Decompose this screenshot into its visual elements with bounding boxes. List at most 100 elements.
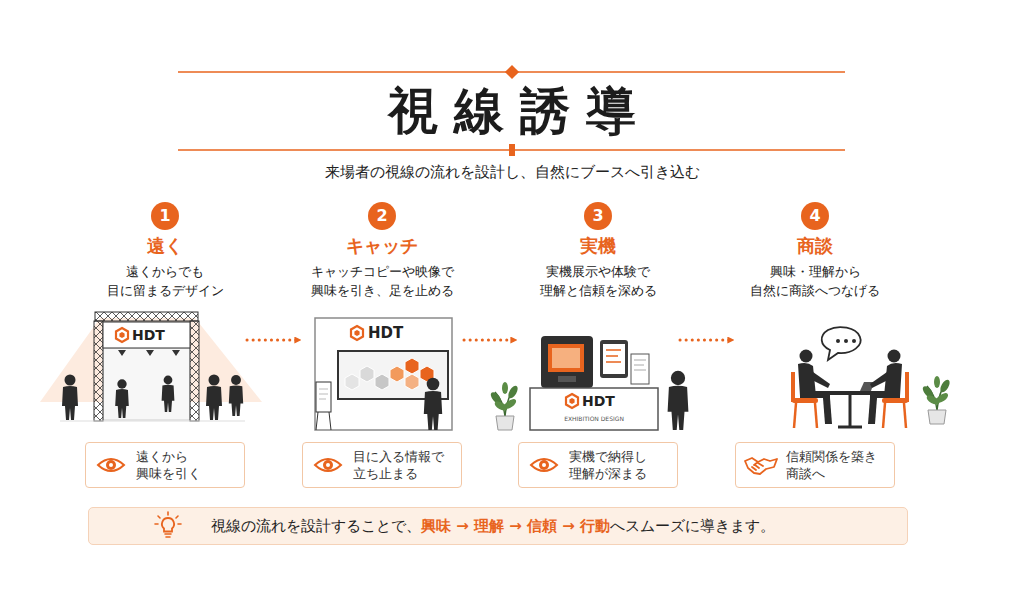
effect-box: 目に入る情報で 立ち止まる [302,442,462,488]
step-number-badge: 3 [584,202,612,230]
machine-demo-illustration [489,336,689,430]
art-use [206,375,222,421]
step-number-badge: 4 [801,202,829,230]
handshake-outline [745,458,777,474]
bulb-outline [162,518,174,532]
bulb-icon [153,511,183,541]
step-column: 遠く遠くからでも 目に留まるデザイン1遠くから 興味を引く [85,200,245,490]
art-line [316,412,318,430]
art-rect [792,398,818,403]
art-g [345,358,434,390]
eye-icon [529,453,559,477]
effect-text: 実機で納得し 理解が深まる [569,448,673,482]
art-polygon [360,366,374,382]
booth-far-illustration [40,312,262,421]
art-circle [836,339,840,343]
art-rect [103,322,190,348]
step-column: キャッチキャッチコピーや映像で 興味を引き、足を止める 2 目に入る情報で 立ち止ま… [302,200,462,490]
art-use [566,394,578,408]
art-use [162,376,175,412]
art-polygon [345,374,359,390]
art-line [60,421,245,422]
step-number: 2 [376,208,387,224]
step-number-badge: 2 [368,202,396,230]
art-use [62,375,78,421]
eye-pupil [323,460,333,470]
step-number: 1 [159,208,170,224]
art-polygon [390,366,404,382]
art-line [794,403,796,428]
step-heading: 遠く [85,234,245,258]
step-number-badge: 1 [151,202,179,230]
art-rect [94,321,103,421]
art-use [115,379,129,418]
eye-icon [313,453,343,477]
step-heading: キャッチ [302,234,462,258]
catch-wall-illustration [315,318,452,430]
art-path [319,389,328,399]
eye-outline [531,459,557,471]
step-heading: 実機 [518,234,678,258]
step-description: 実機展示や体験で 理解と信頼を深める [518,262,678,300]
art-use [668,371,689,430]
summary-banner: 視線の流れを設計することで、興味 → 理解 → 信頼 → 行動へスムーズに導きま… [88,507,908,545]
logo-text: HDT [582,393,615,410]
title: 視線誘導 [0,80,1024,142]
hands-icon [744,453,778,477]
art-use [424,378,442,430]
art-rect [558,376,576,382]
art-rect [548,344,584,372]
art-rect [190,321,199,421]
eye-outline [315,459,341,471]
art-rect [509,144,515,156]
art-rect [315,318,452,430]
summary-text: へスムーズに導きます。 [610,514,775,538]
meeting-illustration [792,327,952,428]
eye-icon [96,453,126,477]
effect-box: 信頼関係を築き 商談へ [735,442,895,488]
art-path [812,372,830,388]
art-rect [530,388,658,430]
art-rect [505,65,519,79]
step-column: 商談興味・理解から 自然に商談へつなげる4信頼関係を築き 商談へ [735,200,895,490]
art-rect [541,336,593,388]
effect-box: 遠くから 興味を引く [85,442,245,488]
eye-pupil [106,460,116,470]
effect-text: 遠くから 興味を引く [136,448,240,482]
art-path [800,391,830,398]
art-rect [603,344,625,374]
flow-arrow [680,339,733,342]
art-rect [316,382,331,412]
logo-subtext: EXHIBITION DESIGN [564,415,624,422]
art-use [229,375,243,416]
art-use [868,350,908,429]
art-path [634,360,646,370]
art-polygon [405,358,419,374]
summary-highlight: 興味 → 理解 → 信頼 → 行動 [421,514,610,538]
art-use [921,376,952,424]
logo-text: HDT [368,324,403,342]
art-line [815,403,817,428]
eye-pupil [539,460,549,470]
step-description: 興味・理解から 自然に商談へつなげる [735,262,895,300]
art-rect [826,391,874,395]
flow-arrow [247,339,300,342]
art-line [329,412,331,430]
logo-text: HDT [132,327,165,344]
art-rect [552,348,580,368]
step-column: 実機実機展示や体験で 理解と信頼を深める 3 実機で納得し 理解が深まる [518,200,678,490]
eye-outline [98,459,124,471]
effect-box: 実機で納得し 理解が深まる [518,442,678,488]
flow-arrow [464,339,516,342]
bulb-rays [155,512,181,537]
effect-text: 信頼関係を築き 商談へ [786,448,890,482]
art-use [351,326,363,340]
art-rect [600,340,628,378]
step-description: キャッチコピーや映像で 興味を引き、足を止める [302,262,462,300]
art-circle [800,350,813,363]
art-polygon [375,374,389,390]
step-number: 4 [809,208,820,224]
art-path [606,350,621,362]
eye-glint [326,463,330,467]
